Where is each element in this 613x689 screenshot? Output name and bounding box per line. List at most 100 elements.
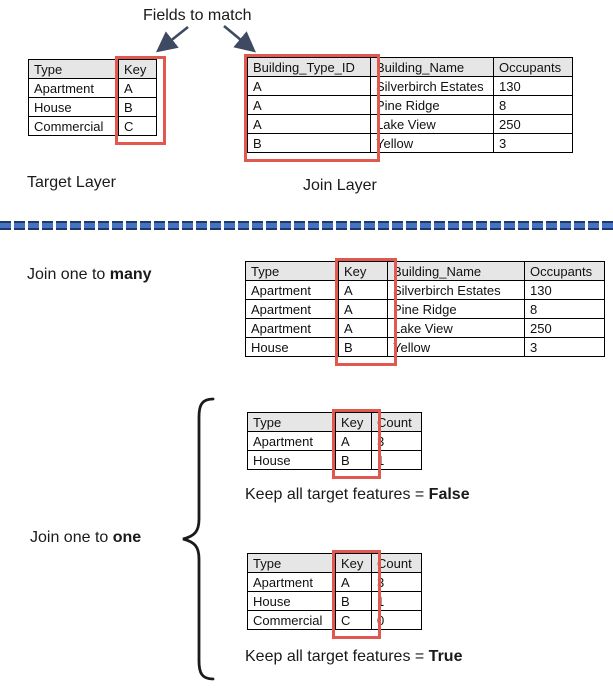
table-row: House B 1 <box>247 450 422 470</box>
table-cell: 8 <box>524 299 605 319</box>
table-cell: 130 <box>524 280 605 300</box>
caption-text: Keep all target features = <box>245 486 429 503</box>
table-row: A Pine Ridge 8 <box>247 95 573 115</box>
table-cell: A <box>338 299 388 319</box>
label-text: Join one to <box>30 529 113 546</box>
table-row: Apartment A 3 <box>247 431 422 451</box>
table-cell: Commercial <box>247 610 336 630</box>
table-cell: Silverbirch Estates <box>370 76 494 96</box>
table-cell: 0 <box>371 610 422 630</box>
table-cell: B <box>247 133 371 153</box>
col-header: Building_Type_ID <box>247 57 371 77</box>
one-to-one-true-grid: Type Key Count Apartment A 3 House B 1 C… <box>247 553 422 630</box>
dashed-divider <box>0 221 613 230</box>
one-to-one-false-table: Type Key Count Apartment A 3 House B 1 <box>247 409 422 479</box>
table-cell: House <box>247 450 336 470</box>
one-to-many-result-table: Type Key Building_Name Occupants Apartme… <box>245 258 605 366</box>
table-row: Commercial C <box>28 116 157 136</box>
table-cell: 250 <box>524 318 605 338</box>
table-cell: Apartment <box>245 299 339 319</box>
join-one-to-one-label: Join one to one <box>30 529 141 547</box>
col-header: Building_Name <box>370 57 494 77</box>
table-cell: 8 <box>493 95 573 115</box>
keep-false-caption: Keep all target features = False <box>245 486 470 504</box>
col-header: Key <box>338 261 388 281</box>
table-cell: A <box>338 318 388 338</box>
table-cell: B <box>118 97 157 117</box>
col-header: Type <box>28 59 119 79</box>
col-header: Key <box>335 553 372 573</box>
table-cell: 3 <box>524 337 605 357</box>
table-cell: Pine Ridge <box>387 299 525 319</box>
caption-bold-text: False <box>428 486 470 503</box>
table-cell: B <box>335 450 372 470</box>
caption-bold-text: True <box>428 648 463 665</box>
table-cell: Apartment <box>245 318 339 338</box>
one-to-many-grid: Type Key Building_Name Occupants Apartme… <box>245 261 605 357</box>
table-cell: B <box>335 591 372 611</box>
table-cell: Apartment <box>245 280 339 300</box>
table-row: Commercial C 0 <box>247 610 422 630</box>
col-header: Building_Name <box>387 261 525 281</box>
label-text: Join one to <box>27 266 110 283</box>
table-cell: A <box>247 76 371 96</box>
target-layer-grid: Type Key Apartment A House B Commercial … <box>28 59 157 136</box>
table-cell: House <box>28 97 119 117</box>
table-row: Apartment A Lake View 250 <box>245 318 605 338</box>
table-cell: Lake View <box>387 318 525 338</box>
target-layer-table: Type Key Apartment A House B Commercial … <box>28 56 166 145</box>
col-header: Type <box>247 553 336 573</box>
one-to-one-true-table: Type Key Count Apartment A 3 House B 1 C… <box>247 550 422 639</box>
table-cell: Yellow <box>387 337 525 357</box>
table-cell: 3 <box>371 572 422 592</box>
table-row: A Lake View 250 <box>247 114 573 134</box>
table-cell: A <box>118 78 157 98</box>
keep-true-caption: Keep all target features = True <box>245 648 462 666</box>
col-header: Occupants <box>524 261 605 281</box>
table-cell: Commercial <box>28 116 119 136</box>
table-row: Apartment A Pine Ridge 8 <box>245 299 605 319</box>
table-row: House B <box>28 97 157 117</box>
down-right-arrow-icon <box>223 24 257 53</box>
table-cell: 3 <box>493 133 573 153</box>
fields-to-match-label: Fields to match <box>143 7 252 24</box>
table-cell: House <box>247 591 336 611</box>
join-one-to-many-label: Join one to many <box>27 266 152 284</box>
table-cell: 1 <box>371 450 422 470</box>
curly-brace-icon <box>182 397 215 681</box>
table-cell: C <box>118 116 157 136</box>
col-header: Count <box>371 412 422 432</box>
col-header: Key <box>335 412 372 432</box>
target-layer-label: Target Layer <box>27 174 116 191</box>
table-row: House B 1 <box>247 591 422 611</box>
table-cell: Pine Ridge <box>370 95 494 115</box>
table-cell: A <box>338 280 388 300</box>
col-header: Type <box>245 261 339 281</box>
table-cell: House <box>245 337 339 357</box>
table-cell: Apartment <box>28 78 119 98</box>
join-layer-table: Building_Type_ID Building_Name Occupants… <box>244 54 573 162</box>
caption-text: Keep all target features = <box>245 648 429 665</box>
table-cell: 130 <box>493 76 573 96</box>
label-bold-text: one <box>112 529 142 546</box>
table-row: B Yellow 3 <box>247 133 573 153</box>
one-to-one-false-grid: Type Key Count Apartment A 3 House B 1 <box>247 412 422 470</box>
table-row: Apartment A <box>28 78 157 98</box>
table-cell: 250 <box>493 114 573 134</box>
fields-to-match-arrows <box>155 24 257 53</box>
table-cell: A <box>247 95 371 115</box>
table-cell: Apartment <box>247 431 336 451</box>
col-header: Key <box>118 59 157 79</box>
table-cell: 3 <box>371 431 422 451</box>
label-bold-text: many <box>109 266 152 283</box>
table-cell: Lake View <box>370 114 494 134</box>
table-cell: B <box>338 337 388 357</box>
table-row: House B Yellow 3 <box>245 337 605 357</box>
table-cell: Silverbirch Estates <box>387 280 525 300</box>
down-left-arrow-icon <box>155 25 189 53</box>
col-header: Type <box>247 412 336 432</box>
table-cell: C <box>335 610 372 630</box>
col-header: Count <box>371 553 422 573</box>
join-layer-grid: Building_Type_ID Building_Name Occupants… <box>247 57 573 153</box>
